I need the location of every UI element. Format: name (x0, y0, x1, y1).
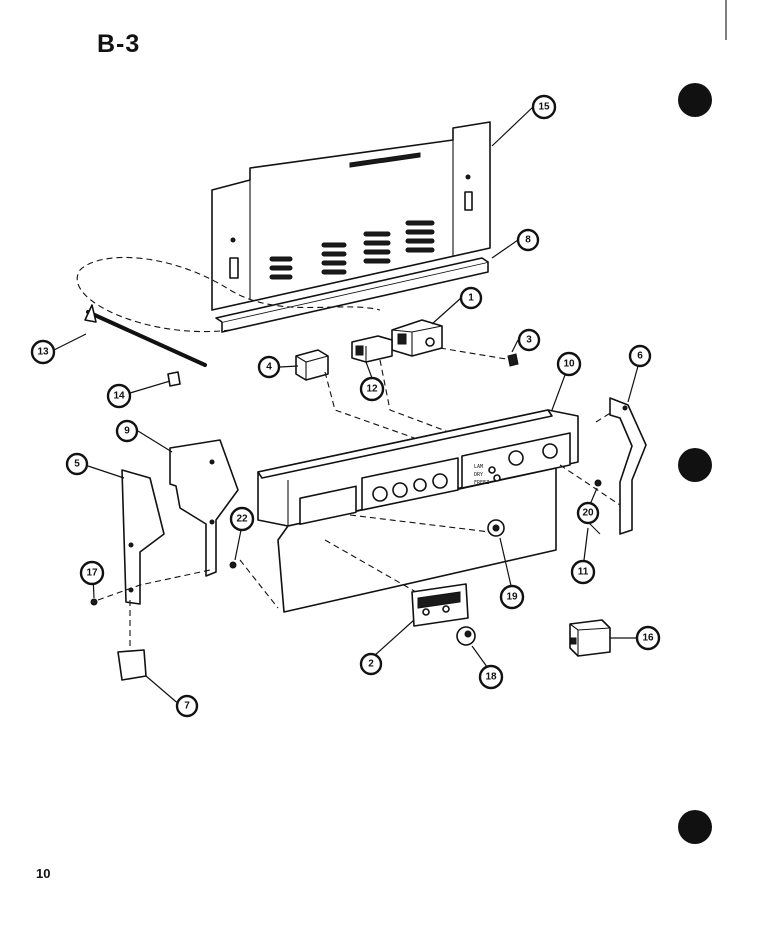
svg-text:20: 20 (582, 508, 594, 519)
svg-text:12: 12 (366, 384, 378, 395)
callout-16: 16 (635, 625, 661, 651)
callout-7: 7 (175, 694, 199, 718)
part-rod-13 (84, 304, 207, 367)
part-clip-7 (117, 649, 147, 681)
part-switch-12 (351, 335, 393, 363)
part-clip-14 (167, 371, 181, 387)
section-title: B-3 (97, 30, 141, 58)
callout-9: 9 (115, 419, 139, 443)
callout-11: 11 (570, 559, 596, 585)
svg-text:1: 1 (468, 293, 474, 304)
part-knob-18 (456, 626, 476, 646)
svg-text:10: 10 (563, 359, 575, 370)
callout-3: 3 (517, 328, 541, 352)
svg-text:22: 22 (236, 514, 248, 525)
svg-text:9: 9 (124, 426, 130, 437)
part-bracket-9 (169, 439, 239, 577)
callout-17: 17 (79, 560, 105, 586)
part-relay-16 (569, 619, 611, 657)
svg-text:17: 17 (86, 568, 98, 579)
callout-10: 10 (556, 351, 582, 377)
part-switch-1 (391, 319, 443, 357)
callout-5: 5 (65, 452, 89, 476)
callout-1: 1 (459, 286, 483, 310)
svg-text:18: 18 (485, 672, 497, 683)
binder-hole-middle (678, 448, 712, 482)
panel-label-lam: LAM (474, 464, 483, 470)
part-channel-8 (215, 257, 489, 333)
binder-hole-bottom (678, 810, 712, 844)
callout-12: 12 (359, 376, 385, 402)
svg-text:6: 6 (637, 351, 643, 362)
svg-text:14: 14 (113, 391, 125, 402)
callout-8: 8 (516, 228, 540, 252)
part-screw-22 (229, 561, 237, 569)
part-screw-3 (507, 353, 519, 367)
binder-hole-top (678, 83, 712, 117)
page-number: 10 (36, 866, 51, 881)
part-timer-2 (411, 583, 469, 627)
part-screw-20 (594, 479, 602, 487)
callout-4: 4 (257, 355, 281, 379)
callout-19: 19 (499, 584, 525, 610)
svg-text:19: 19 (506, 592, 518, 603)
svg-text:11: 11 (578, 567, 589, 578)
part-switch-4 (295, 349, 329, 381)
part-console-10: LAM DRY FREEZ (257, 409, 579, 613)
callout-14: 14 (106, 383, 132, 409)
svg-text:16: 16 (642, 633, 654, 644)
part-bracket-6 (609, 397, 647, 535)
svg-text:3: 3 (526, 335, 532, 346)
svg-text:13: 13 (37, 347, 49, 358)
callout-2: 2 (359, 652, 383, 676)
callout-13: 13 (30, 339, 56, 365)
callout-18: 18 (478, 664, 504, 690)
svg-text:15: 15 (538, 102, 550, 113)
part-knob-19 (487, 519, 505, 537)
callout-15: 15 (531, 94, 557, 120)
part-cover-15 (211, 121, 491, 311)
part-screw-17 (90, 598, 98, 606)
callout-6: 6 (628, 344, 652, 368)
panel-label-dry: DRY (474, 472, 483, 478)
part-bracket-5 (121, 469, 165, 605)
callout-20: 20 (576, 501, 600, 525)
svg-text:8: 8 (525, 235, 531, 246)
svg-text:2: 2 (368, 659, 374, 670)
callout-22: 22 (229, 506, 255, 532)
panel-label-freez: FREEZ (474, 480, 489, 486)
svg-text:7: 7 (184, 701, 190, 712)
cover-vents (269, 220, 435, 280)
svg-text:5: 5 (74, 459, 80, 470)
svg-text:4: 4 (266, 362, 272, 373)
